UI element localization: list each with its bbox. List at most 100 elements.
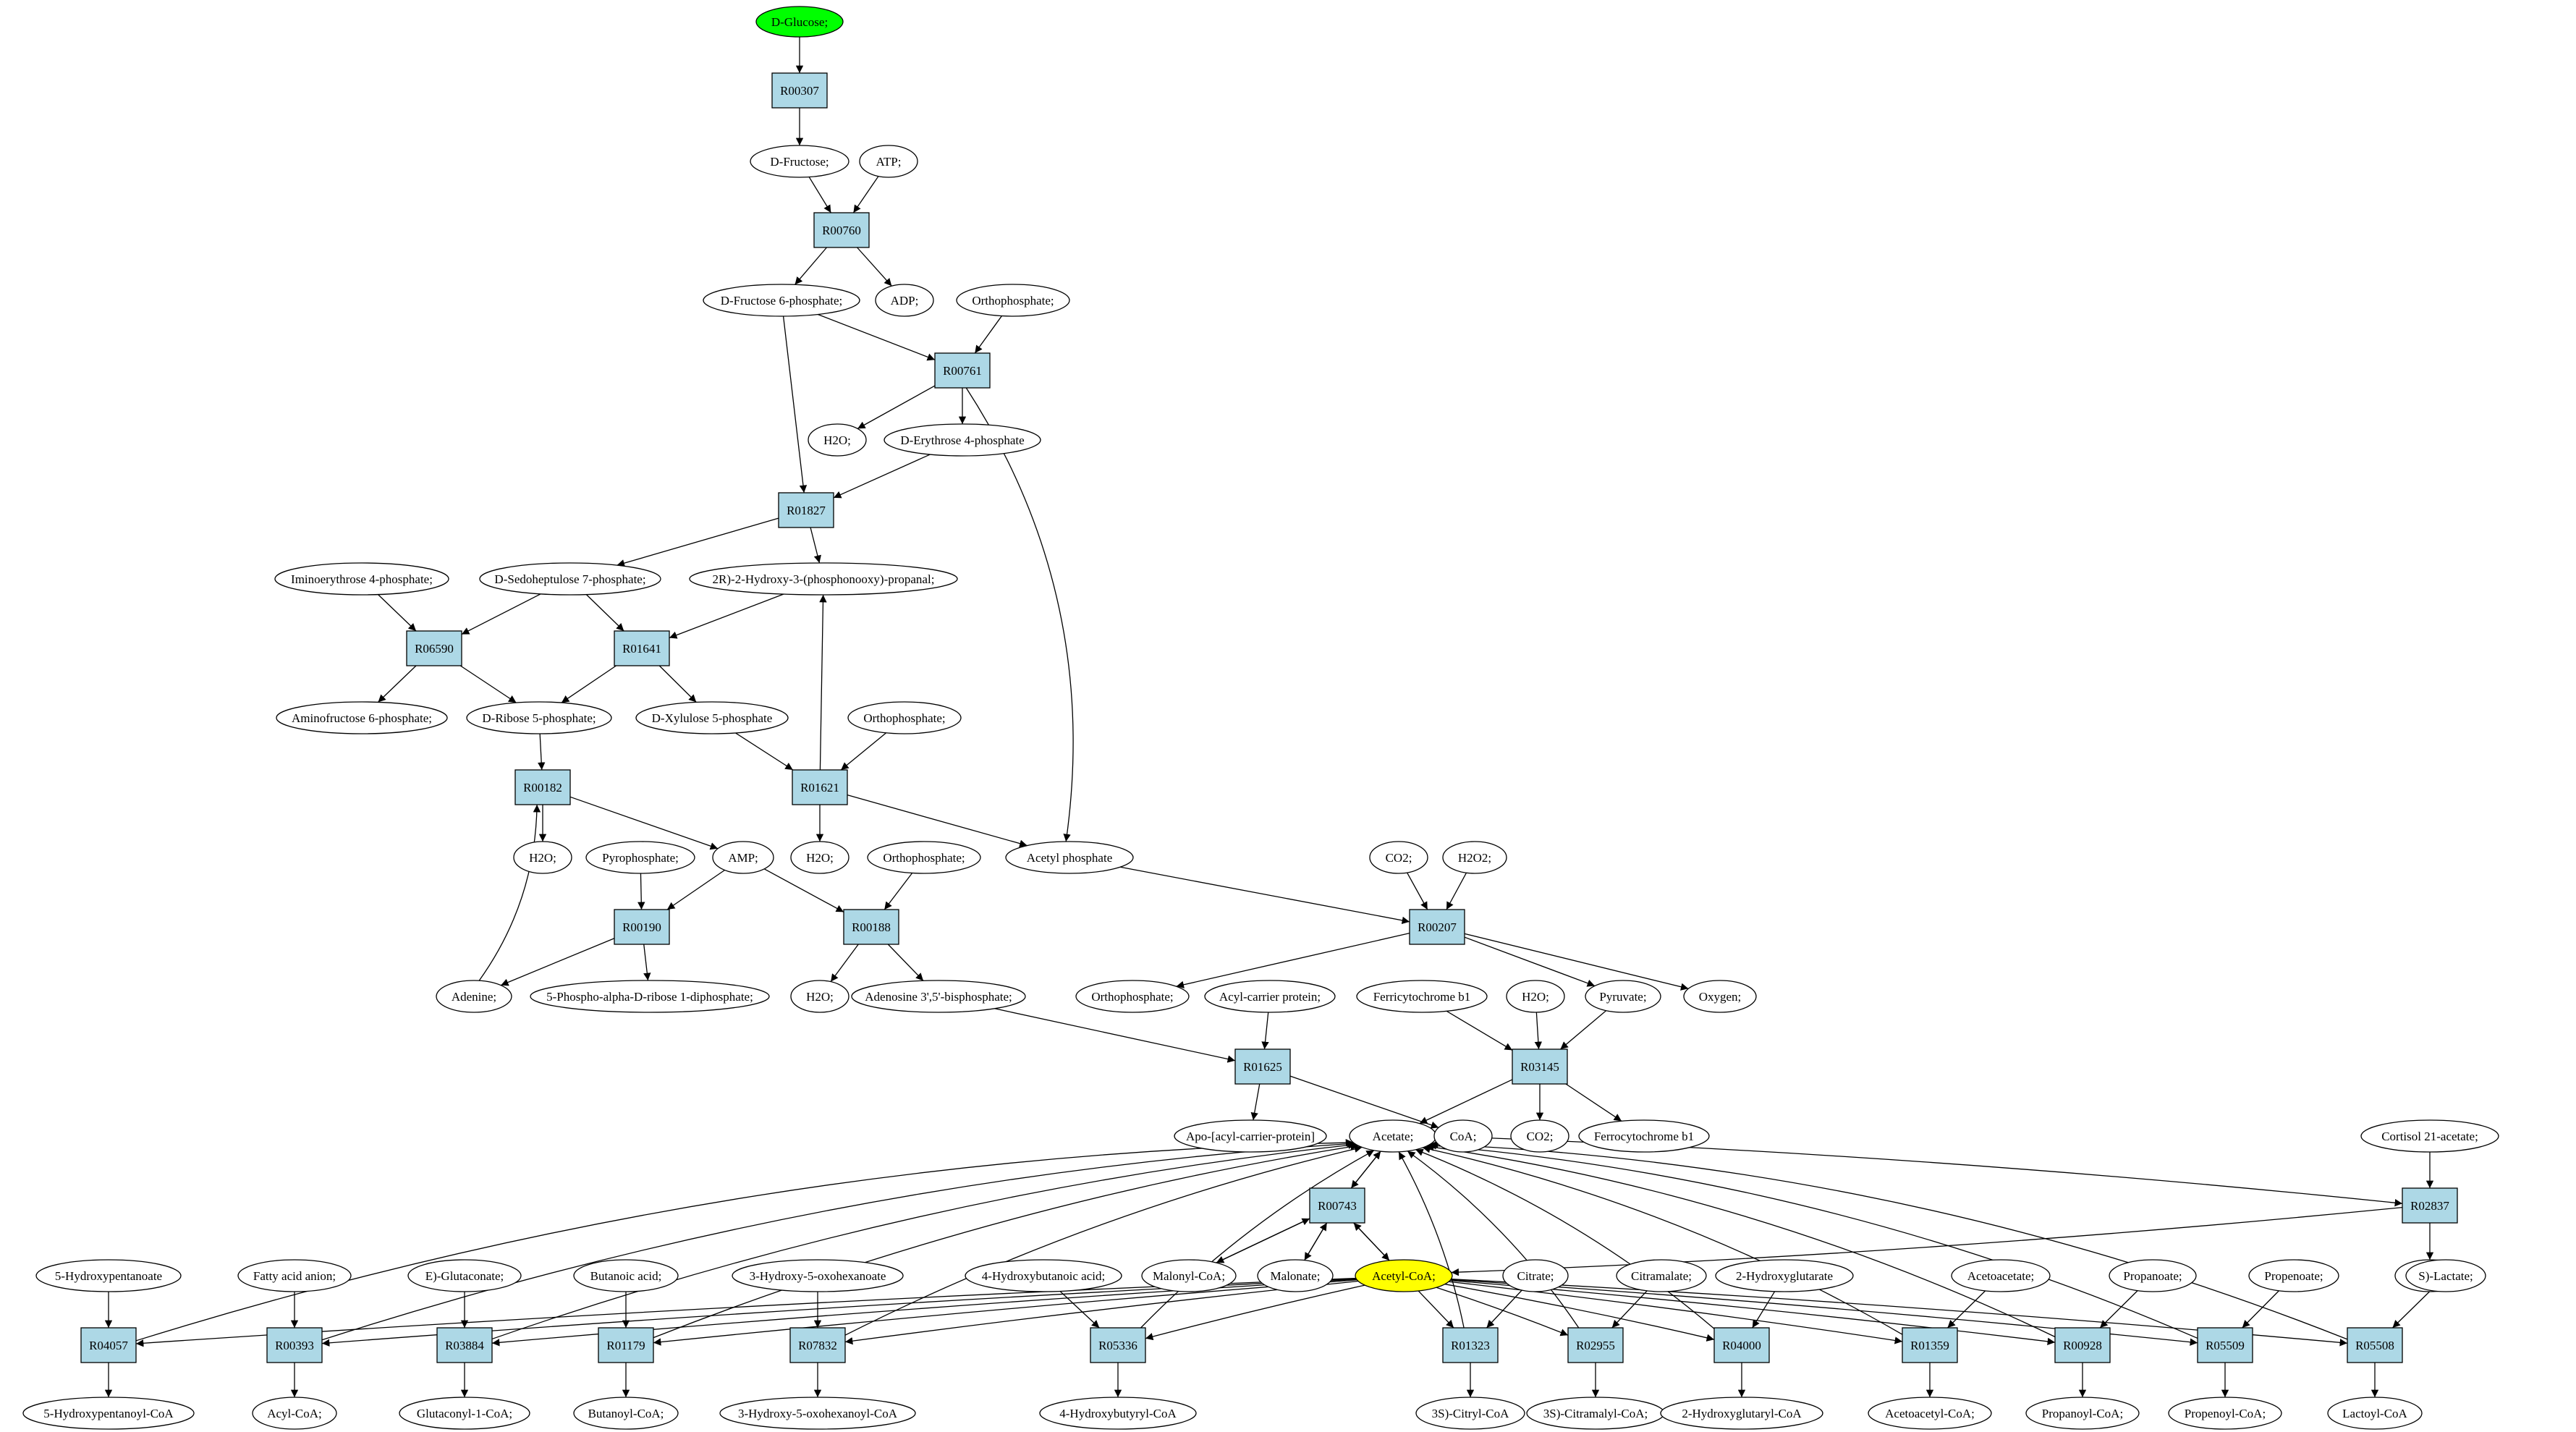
compound-node-hydroxybutanoic[interactable]: 4-Hydroxybutanoic acid;: [965, 1259, 1122, 1292]
compound-node-orthophos1[interactable]: Orthophosphate;: [956, 284, 1070, 317]
reaction-node-r01323[interactable]: R01323: [1442, 1327, 1499, 1363]
compound-node-h2o_4[interactable]: H2O;: [790, 980, 850, 1013]
compound-node-fattyacid[interactable]: Fatty acid anion;: [237, 1259, 352, 1292]
compound-node-malonate[interactable]: Malonate;: [1257, 1259, 1334, 1292]
compound-node-coa[interactable]: CoA;: [1433, 1119, 1493, 1153]
compound-node-p_hydroxypentanoylcoa[interactable]: 5-Hydroxypentanoyl-CoA: [22, 1397, 195, 1430]
compound-node-hydroxypentanoate[interactable]: 5-Hydroxypentanoate: [35, 1259, 182, 1292]
compound-node-pap[interactable]: Adenosine 3',5'-bisphosphate;: [851, 980, 1026, 1013]
edge-acetylcoa-to-R05336: [1145, 1284, 1365, 1341]
compound-node-glutaconate[interactable]: E)-Glutaconate;: [407, 1259, 522, 1292]
compound-node-p_citramalylcoa[interactable]: 3S)-Citramalyl-CoA;: [1526, 1397, 1665, 1430]
compound-node-imino[interactable]: Iminoerythrose 4-phosphate;: [274, 562, 449, 596]
reaction-node-r04000[interactable]: R04000: [1713, 1327, 1770, 1363]
compound-node-adenine[interactable]: Adenine;: [436, 980, 512, 1013]
reaction-node-r01359[interactable]: R01359: [1902, 1327, 1958, 1363]
compound-node-p_lactoylcoa[interactable]: Lactoyl-CoA: [2327, 1397, 2423, 1430]
reaction-node-r01179[interactable]: R01179: [598, 1327, 654, 1363]
reaction-node-r03884[interactable]: R03884: [436, 1327, 493, 1363]
compound-node-p_glutaconylcoa[interactable]: Glutaconyl-1-CoA;: [399, 1397, 530, 1430]
compound-node-e4p[interactable]: D-Erythrose 4-phosphate: [884, 423, 1041, 457]
compound-node-acetate[interactable]: Acetate;: [1349, 1119, 1437, 1153]
reaction-node-r00928[interactable]: R00928: [2054, 1327, 2111, 1363]
compound-node-aminofructose[interactable]: Aminofructose 6-phosphate;: [276, 701, 448, 734]
compound-node-p_citrylcoa[interactable]: 3S)-Citryl-CoA: [1415, 1397, 1525, 1430]
compound-node-p_propanoylcoa[interactable]: Propanoyl-CoA;: [2025, 1397, 2140, 1430]
compound-node-pyruvate[interactable]: Pyruvate;: [1585, 980, 1661, 1013]
reaction-node-r06590[interactable]: R06590: [406, 630, 462, 666]
compound-node-apoacp[interactable]: Apo-[acyl-carrier-protein]: [1174, 1119, 1327, 1153]
reaction-node-r07832[interactable]: R07832: [789, 1327, 846, 1363]
compound-node-p_hydroxybutyrylcoa[interactable]: 4-Hydroxybutyryl-CoA: [1039, 1397, 1197, 1430]
compound-node-acetoacetate[interactable]: Acetoacetate;: [1951, 1259, 2051, 1292]
compound-node-amp[interactable]: AMP;: [712, 841, 774, 874]
compound-node-lactate[interactable]: S)-Lactate;: [2405, 1259, 2486, 1292]
compound-node-p_hydroxyoxohexanoylcoa[interactable]: 3-Hydroxy-5-oxohexanoyl-CoA: [719, 1397, 916, 1430]
compound-node-p_hydroxyglutarylcoa[interactable]: 2-Hydroxyglutaryl-CoA: [1660, 1397, 1823, 1430]
reaction-node-r00307[interactable]: R00307: [771, 72, 828, 109]
compound-ellipse: [859, 145, 918, 178]
reaction-node-r00188[interactable]: R00188: [843, 909, 899, 945]
reaction-node-r00743[interactable]: R00743: [1309, 1187, 1365, 1224]
compound-node-f6p[interactable]: D-Fructose 6-phosphate;: [703, 284, 860, 317]
compound-node-orthophos4[interactable]: Orthophosphate;: [1075, 980, 1190, 1013]
compound-node-p_propenoylcoa[interactable]: Propenoyl-CoA;: [2168, 1397, 2282, 1430]
compound-node-butanoic[interactable]: Butanoic acid;: [573, 1259, 679, 1292]
compound-node-acetylp[interactable]: Acetyl phosphate: [1005, 841, 1134, 874]
reaction-node-r01641[interactable]: R01641: [614, 630, 670, 666]
reaction-node-r00393[interactable]: R00393: [266, 1327, 323, 1363]
compound-node-h2o2[interactable]: H2O2;: [1442, 841, 1507, 874]
compound-node-x5p[interactable]: D-Xylulose 5-phosphate: [635, 701, 789, 734]
reaction-node-r00182[interactable]: R00182: [514, 769, 571, 805]
compound-node-co2_1[interactable]: CO2;: [1369, 841, 1428, 874]
compound-node-prpp[interactable]: 5-Phospho-alpha-D-ribose 1-diphosphate;: [530, 980, 770, 1013]
compound-node-fructose[interactable]: D-Fructose;: [750, 145, 850, 178]
compound-node-malonylcoa[interactable]: Malonyl-CoA;: [1141, 1259, 1237, 1292]
reaction-node-r02837[interactable]: R02837: [2402, 1187, 2458, 1224]
compound-ellipse: [790, 841, 850, 874]
compound-node-adp[interactable]: ADP;: [875, 284, 934, 317]
compound-node-hpp[interactable]: 2R)-2-Hydroxy-3-(phosphonooxy)-propanal;: [689, 562, 958, 596]
compound-node-s7p[interactable]: D-Sedoheptulose 7-phosphate;: [479, 562, 661, 596]
compound-node-p_acetoacetylcoa[interactable]: Acetoacetyl-CoA;: [1868, 1397, 1992, 1430]
compound-node-hydroxyoxohexanoate[interactable]: 3-Hydroxy-5-oxohexanoate: [732, 1259, 904, 1292]
reaction-node-r05509[interactable]: R05509: [2197, 1327, 2253, 1363]
reaction-node-r00761[interactable]: R00761: [934, 352, 991, 389]
compound-node-acetylcoa[interactable]: Acetyl-CoA;: [1355, 1259, 1453, 1292]
compound-node-citrate[interactable]: Citrate;: [1502, 1259, 1569, 1292]
compound-ellipse: [1141, 1259, 1237, 1292]
reaction-node-r01621[interactable]: R01621: [792, 769, 848, 805]
reaction-node-r03145[interactable]: R03145: [1512, 1048, 1568, 1085]
compound-node-co2_2[interactable]: CO2;: [1510, 1119, 1569, 1153]
compound-node-pyrophos[interactable]: Pyrophosphate;: [585, 841, 695, 874]
reaction-node-r05336[interactable]: R05336: [1090, 1327, 1146, 1363]
compound-node-orthophos3[interactable]: Orthophosphate;: [867, 841, 981, 874]
compound-node-citramalate[interactable]: Citramalate;: [1616, 1259, 1707, 1292]
compound-node-ferro[interactable]: Ferrocytochrome b1: [1578, 1119, 1710, 1153]
reaction-node-r00760[interactable]: R00760: [813, 212, 870, 248]
reaction-node-r01827[interactable]: R01827: [778, 492, 834, 528]
compound-node-p_acylcoa[interactable]: Acyl-CoA;: [252, 1397, 337, 1430]
compound-node-h2o_5[interactable]: H2O;: [1506, 980, 1565, 1013]
compound-node-cortisol21[interactable]: Cortisol 21-acetate;: [2360, 1119, 2499, 1153]
compound-node-h2o_3[interactable]: H2O;: [790, 841, 850, 874]
compound-node-oxygen[interactable]: Oxygen;: [1683, 980, 1757, 1013]
compound-node-h2o_2[interactable]: H2O;: [513, 841, 572, 874]
compound-node-propenoate[interactable]: Propenoate;: [2248, 1259, 2339, 1292]
compound-node-hydroxyglutarate[interactable]: 2-Hydroxyglutarate: [1715, 1259, 1854, 1292]
compound-node-orthophos2[interactable]: Orthophosphate;: [847, 701, 962, 734]
compound-node-glucose[interactable]: D-Glucose;: [755, 6, 844, 38]
reaction-node-r04057[interactable]: R04057: [80, 1327, 137, 1363]
compound-node-ferri[interactable]: Ferricytochrome b1: [1356, 980, 1488, 1013]
reaction-node-r05508[interactable]: R05508: [2347, 1327, 2403, 1363]
compound-node-r5p[interactable]: D-Ribose 5-phosphate;: [466, 701, 612, 734]
compound-node-h2o_1[interactable]: H2O;: [808, 423, 867, 457]
reaction-node-r00190[interactable]: R00190: [614, 909, 670, 945]
compound-node-propanoate[interactable]: Propanoate;: [2109, 1259, 2197, 1292]
compound-node-atp[interactable]: ATP;: [859, 145, 918, 178]
compound-node-p_butanoylcoa[interactable]: Butanoyl-CoA;: [573, 1397, 679, 1430]
reaction-node-r00207[interactable]: R00207: [1409, 909, 1465, 945]
reaction-node-r01625[interactable]: R01625: [1234, 1048, 1291, 1085]
compound-node-acp[interactable]: Acyl-carrier protein;: [1204, 980, 1336, 1013]
reaction-node-r02955[interactable]: R02955: [1567, 1327, 1624, 1363]
